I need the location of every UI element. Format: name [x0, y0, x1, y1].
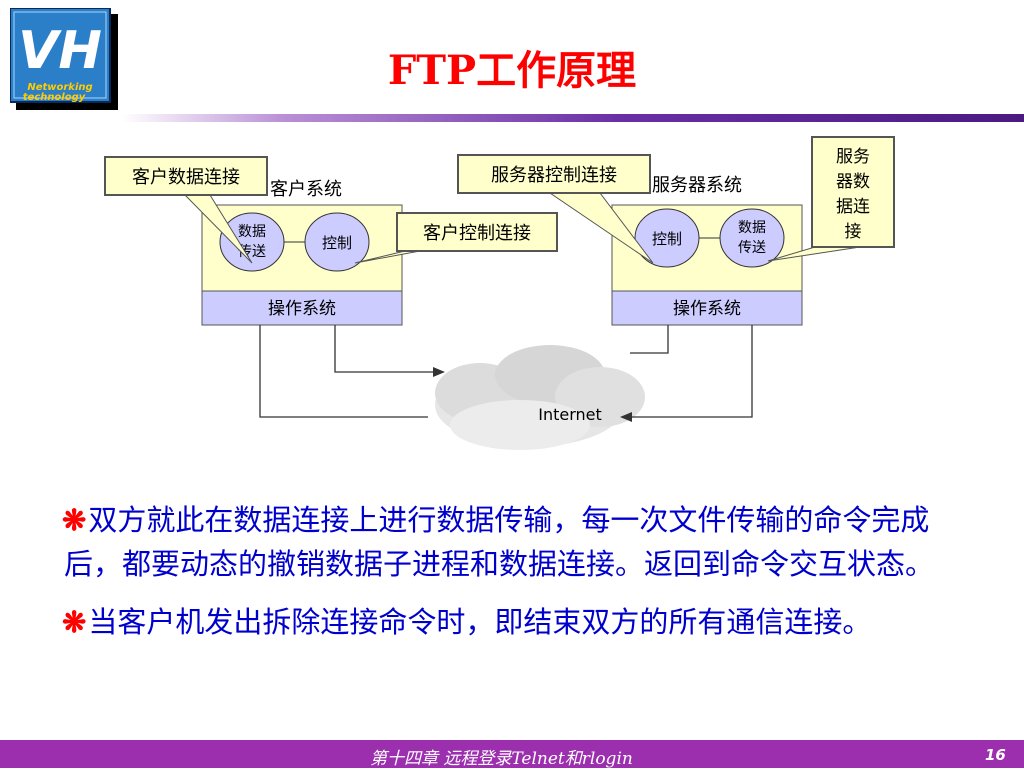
client-data-conn-callout — [104, 156, 268, 196]
bullet-mark-icon: ❋ — [62, 605, 87, 639]
arrow-from-server — [620, 412, 632, 422]
bullet-item-2: ❋当客户机发出拆除连接命令时，即结束双方的所有通信连接。 — [62, 600, 964, 644]
client-system-label: 客户系统 — [270, 179, 342, 200]
footer-chapter: 第十四章 远程登录Telnet和rlogin — [370, 749, 633, 769]
server-ctrl-conn-callout — [457, 154, 651, 194]
client-data-conn-label: 客户数据连接 — [132, 167, 240, 188]
logo: VH Networking technology — [10, 8, 118, 110]
client-ctrl-conn-callout — [396, 212, 558, 252]
server-data-conn-line4: 接 — [845, 222, 862, 242]
internet-label: Internet — [538, 405, 602, 424]
client-control-circle — [304, 212, 370, 272]
server-data-transfer-line2: 传送 — [738, 240, 766, 256]
bullet-text-1: 双方就此在数据连接上进行数据传输，每一次文件传输的命令完成后，都要动态的撤销数据… — [64, 503, 935, 581]
title-divider — [122, 114, 1024, 122]
client-data-transfer-line1: 数据 — [238, 224, 266, 240]
bullet-text-2: 当客户机发出拆除连接命令时，即结束双方的所有通信连接。 — [88, 605, 872, 639]
client-os-bar — [201, 290, 403, 326]
server-data-conn-line1: 服务 — [836, 147, 870, 167]
logo-text-line1: Networking — [27, 82, 92, 93]
bullet-item-1: ❋双方就此在数据连接上进行数据传输，每一次文件传输的命令完成后，都要动态的撤销数… — [62, 498, 964, 586]
internet-cloud — [435, 345, 645, 450]
server-system-label: 服务器系统 — [652, 175, 742, 196]
server-data-transfer-line1: 数据 — [738, 220, 766, 236]
client-ctrl-conn-label: 客户控制连接 — [423, 223, 531, 244]
server-data-conn-callout — [811, 136, 895, 248]
server-os-bar — [611, 290, 803, 326]
logo-text-line2: technology — [23, 92, 86, 103]
server-data-conn-line3: 据连 — [836, 197, 870, 217]
bullet-mark-icon: ❋ — [62, 503, 87, 537]
server-control-label: 控制 — [652, 230, 682, 248]
connection-lines — [259, 325, 753, 418]
page-number: 16 — [985, 746, 1006, 764]
page-title: FTP工作原理 — [387, 47, 637, 94]
server-ctrl-conn-label: 服务器控制连接 — [491, 165, 617, 186]
arrow-to-internet — [433, 367, 445, 377]
footer-bar — [0, 740, 1024, 768]
server-data-transfer-circle — [719, 208, 785, 268]
ftp-diagram: 操作系统 客户系统 数据 传送 控制 操作系统 服务器系统 控制 数据 传送 客… — [104, 136, 895, 450]
server-os-label: 操作系统 — [673, 299, 741, 319]
client-os-label: 操作系统 — [268, 299, 336, 319]
bullet-list: ❋双方就此在数据连接上进行数据传输，每一次文件传输的命令完成后，都要动态的撤销数… — [62, 498, 964, 658]
client-control-label: 控制 — [322, 234, 352, 252]
logo-letters: VH — [18, 21, 102, 81]
server-data-conn-line2: 器数 — [836, 172, 870, 192]
